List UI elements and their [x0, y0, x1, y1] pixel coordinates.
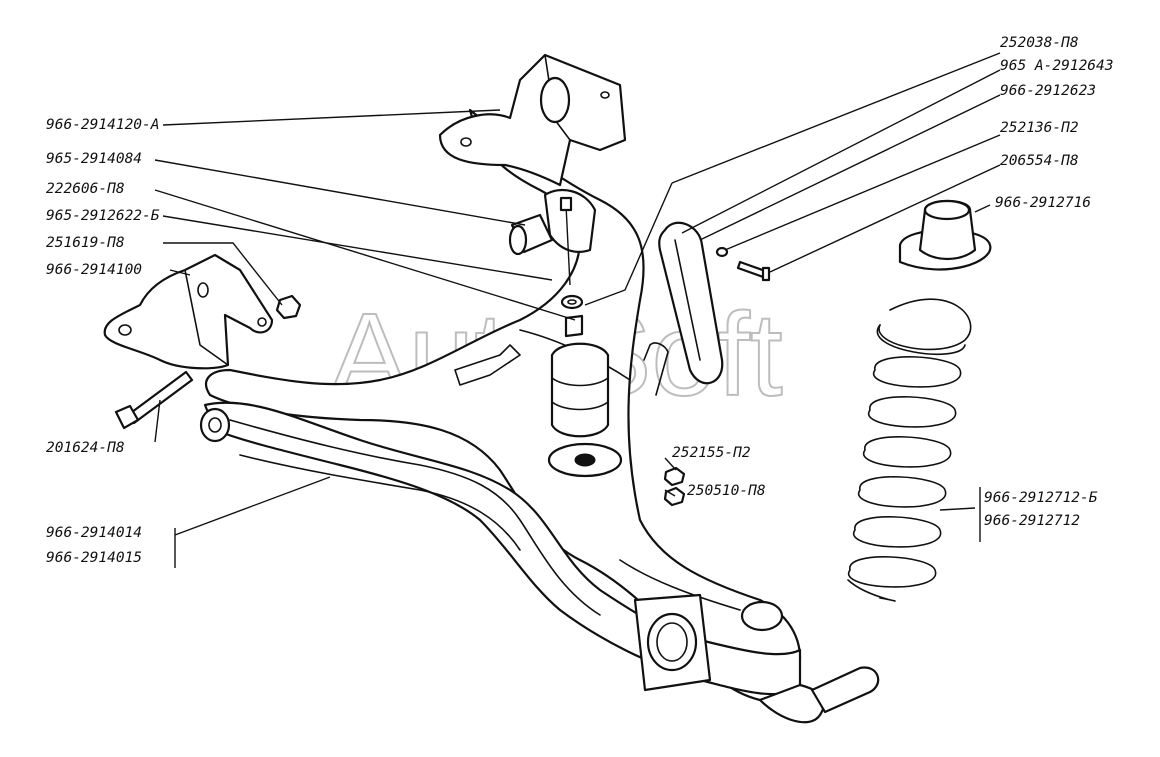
label-966-2914120-A: 966-2914120-А	[46, 117, 160, 133]
label-252038: 252038-П8	[1000, 35, 1079, 51]
washer-252136	[715, 246, 729, 258]
bolt-206554	[736, 260, 771, 282]
bump-stop	[547, 294, 623, 478]
coil-spring	[847, 298, 972, 602]
stabilizer-link	[643, 221, 724, 396]
label-966-2912716: 966-2912716	[995, 195, 1091, 211]
label-966-2912712: 966-2912712	[984, 513, 1080, 529]
small-clip	[454, 344, 521, 386]
label-206554: 206554-П8	[1000, 153, 1079, 169]
label-966-2912623: 966-2912623	[1000, 83, 1096, 99]
label-252155: 252155-П2	[672, 445, 751, 461]
label-965A-2912643: 965 А-2912643	[1000, 58, 1114, 74]
label-966-2914100: 966-2914100	[46, 262, 142, 278]
leader-lines	[154, 52, 1001, 568]
label-201624: 201624-П8	[46, 440, 125, 456]
label-965-2914084: 965-2914084	[46, 151, 142, 167]
spring-seat	[898, 199, 992, 271]
label-252136: 252136-П2	[1000, 120, 1079, 136]
upper-mount-bracket	[438, 53, 627, 187]
label-965-2912622-B: 965-2912622-Б	[46, 208, 160, 224]
lower-mount-bracket	[103, 253, 274, 370]
label-251619: 251619-П8	[46, 235, 125, 251]
label-222606: 222606-П8	[46, 181, 125, 197]
lower-control-arm	[199, 401, 880, 724]
bolt-201624	[114, 370, 194, 430]
label-250510: 250510-П8	[687, 483, 766, 499]
part-labels: 252038-П8 965 А-2912643 966-2912623 2521…	[46, 35, 1114, 566]
nut-252155	[663, 466, 686, 487]
label-966-2914014: 966-2914014	[46, 525, 142, 541]
label-966-2912712-B: 966-2912712-Б	[984, 490, 1098, 506]
label-966-2914015: 966-2914015	[46, 550, 142, 566]
nut-251619	[275, 294, 302, 320]
